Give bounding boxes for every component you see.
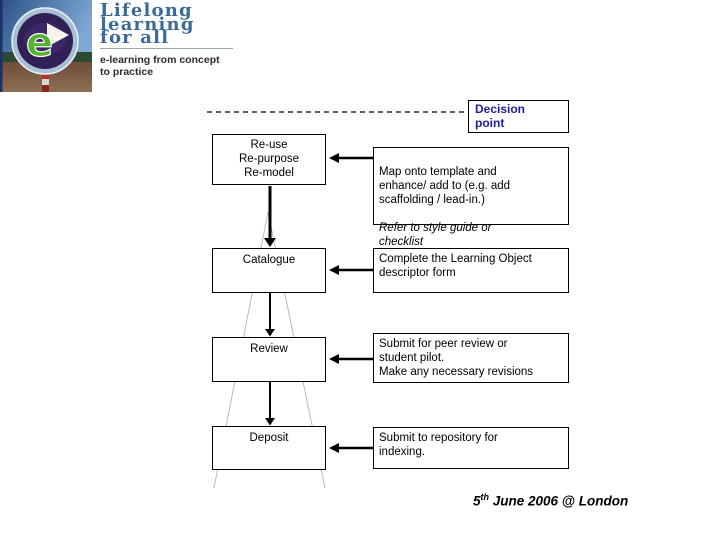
e-letter: e [26,20,53,66]
note-text-italic: Refer to style guide or checklist [379,222,492,248]
brand-title: Lifelong learning for all [100,0,195,48]
signpost-photo: e [0,0,92,92]
flow-step-catalogue: Catalogue [212,248,326,293]
photo-left-edge [0,0,3,92]
decision-point-box: Decision point [468,100,569,133]
flow-note-review: Submit for peer review or student pilot.… [373,333,569,383]
footer-day: 5 [473,493,481,509]
arrow-note4-step4 [329,443,373,453]
flow-note-deposit: Submit to repository for indexing. [373,427,569,469]
flow-step-reuse: Re-use Re-purpose Re-model [212,134,326,185]
arrow-step2-step3 [265,293,275,337]
footer-ordinal: th [480,492,490,502]
flow-step-deposit: Deposit [212,426,326,470]
brand-tagline: e-learning from concept to practice [100,54,220,78]
footer-date: 5th June 2006 @ London [473,492,653,509]
arrow-note1-step1 [329,153,373,163]
play-arrow-icon [47,23,69,47]
arrow-note2-step2 [329,265,373,275]
e-logo-icon: e [11,7,79,75]
brand-title-underline [100,48,233,49]
arrow-step3-step4 [265,382,275,426]
flow-step-review: Review [212,337,326,382]
flow-note-reuse: Map onto template and enhance/ add to (e… [373,147,569,248]
note-text: Map onto template and enhance/ add to (e… [379,166,511,206]
arrow-step1-step2 [264,186,276,247]
footer-rest: June 2006 @ London [489,493,629,509]
arrow-note3-step3 [329,354,373,364]
flow-note-catalogue: Complete the Learning Object descriptor … [373,248,569,293]
